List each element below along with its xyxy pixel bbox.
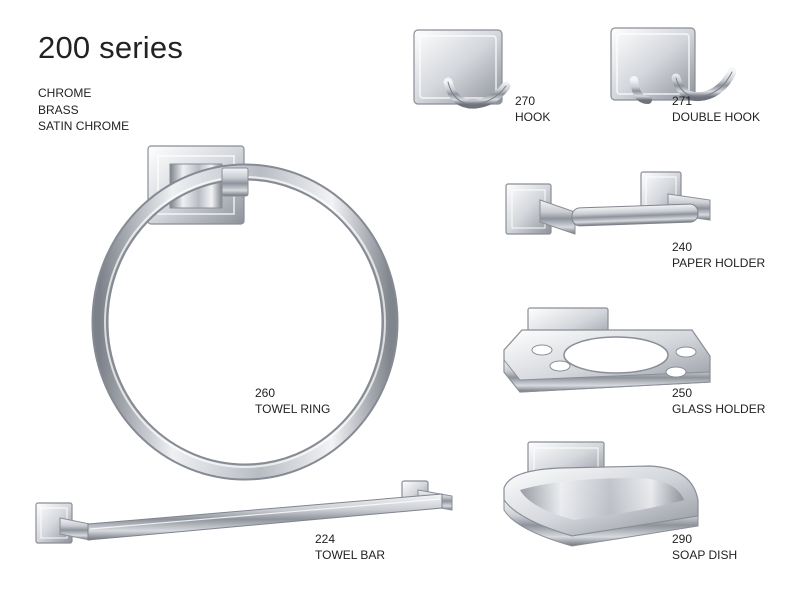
double-hook-illustration [610,27,737,104]
product-number: 224 [315,532,336,546]
product-number: 290 [672,532,693,546]
caption-glass-holder: 250 GLASS HOLDER [672,386,765,417]
soap-dish-illustration [503,441,699,547]
product-number: 260 [255,386,276,400]
paper-holder-illustration [505,171,711,235]
glass-holder-illustration [503,307,711,393]
product-name: GLASS HOLDER [672,401,766,416]
towel-bar-illustration [35,480,453,544]
caption-towel-bar: 224 TOWEL BAR [315,532,385,563]
towel-ring-illustration [91,145,399,481]
finish-brass: BRASS [38,102,79,117]
product-number: 240 [672,240,693,254]
product-name: PAPER HOLDER [672,255,766,270]
caption-hook: 270 HOOK [515,94,550,125]
hook-illustration [413,29,511,109]
product-number: 271 [672,94,693,108]
product-number: 250 [672,386,693,400]
product-name: HOOK [515,109,551,124]
series-title: 200 series [38,30,184,65]
caption-double-hook: 271 DOUBLE HOOK [672,94,760,125]
product-name: SOAP DISH [672,547,738,562]
finish-satin-chrome: SATIN CHROME [38,119,130,133]
finish-chrome: CHROME [38,86,92,100]
caption-soap-dish: 290 SOAP DISH [672,532,737,563]
caption-towel-ring: 260 TOWEL RING [255,386,330,417]
product-name: DOUBLE HOOK [672,109,761,124]
product-number: 270 [515,94,536,108]
caption-paper-holder: 240 PAPER HOLDER [672,240,765,271]
product-name: TOWEL RING [255,401,331,416]
finish-list: CHROME BRASS SATIN CHROME [38,85,129,135]
product-name: TOWEL BAR [315,547,386,562]
